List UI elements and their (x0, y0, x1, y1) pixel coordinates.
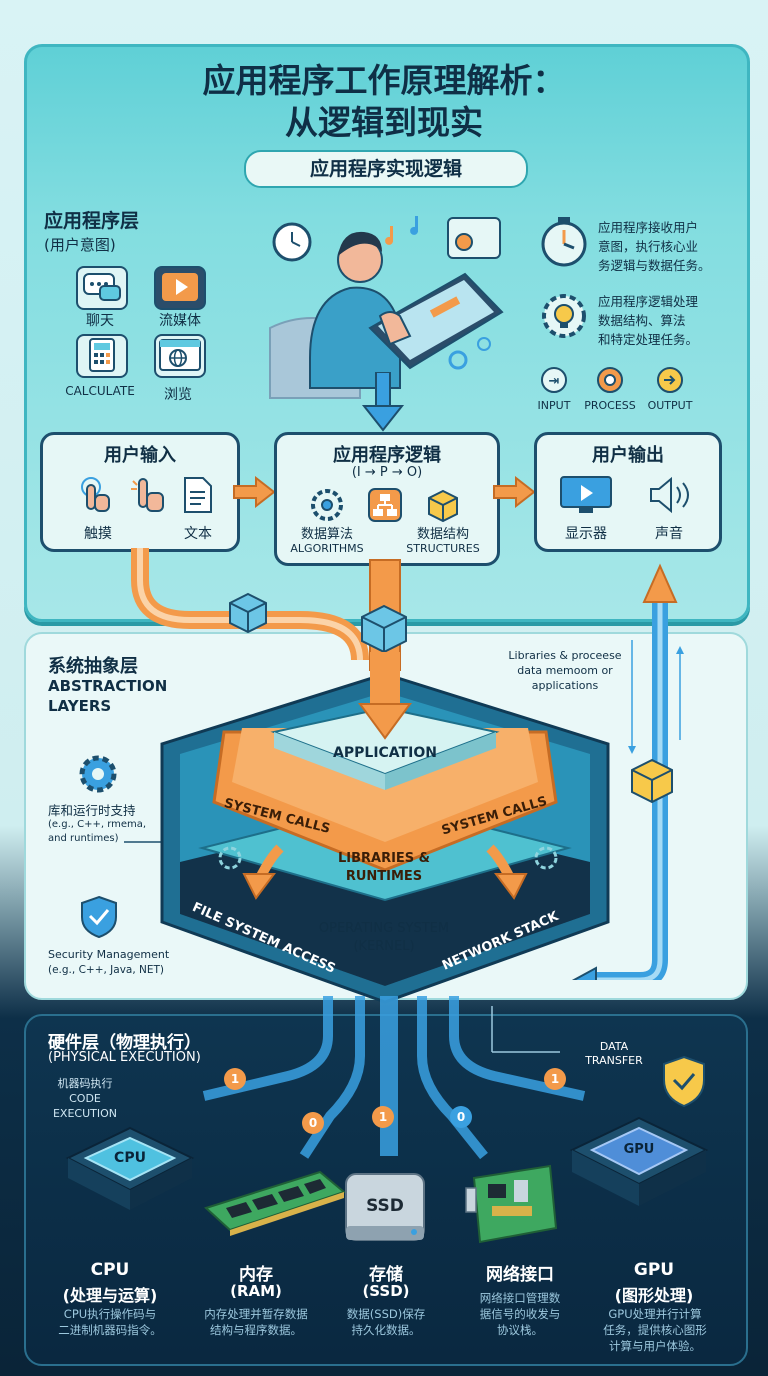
component-ram-sub: (RAM) (230, 1282, 282, 1300)
video-play-icon[interactable] (154, 266, 206, 310)
data-packet-cube-center (361, 604, 407, 654)
component-gpu-name: GPU (633, 1260, 675, 1280)
runtime-support-examples: (e.g., C++, rmema,and runtimes) (48, 819, 147, 844)
svg-text:⇥: ⇥ (549, 374, 560, 389)
ram-module-icon (204, 1170, 347, 1236)
app-layer-subtitle: (用户意图) (44, 236, 116, 254)
app-layer-title: 应用程序层 (44, 210, 140, 232)
flow-arrow-input-to-logic (233, 476, 276, 508)
component-network-desc: 网络接口管理数据信号的收发与协议栈。 (479, 1291, 561, 1337)
ipo-label-output: OUTPUT (647, 399, 693, 412)
algorithm-gear-icon (311, 489, 343, 521)
abstraction-layer-title: 系统抽象层 (48, 656, 138, 677)
libraries-runtimes-label: LIBRARIES &RUNTIMES (337, 851, 431, 884)
data-cube-icon (428, 489, 458, 523)
app-layer-note-intent: 应用程序接收用户意图，执行核心业务逻辑与数据任务。 (598, 220, 711, 273)
user-output-title: 用户输出 (592, 445, 664, 466)
gpu-chip-label: GPU (623, 1142, 655, 1157)
abstraction-stack-diagram (160, 652, 610, 1004)
page-subtitle: 应用程序实现逻辑 (244, 150, 528, 188)
clock-icon (541, 217, 587, 267)
ipo-label-process: PROCESS (584, 399, 636, 412)
chat-icon[interactable] (76, 266, 128, 310)
component-cpu-name: CPU (90, 1260, 130, 1280)
app-layer-note-logic: 应用程序逻辑处理数据结构、算法和特定处理任务。 (598, 294, 699, 347)
globe-browser-icon[interactable] (154, 334, 206, 378)
runtime-gear-icon (79, 755, 117, 793)
app-label-chat: 聊天 (86, 313, 114, 329)
page-title: 应用程序工作原理解析： 从逻辑到现实 (202, 61, 566, 142)
user-input-box: 用户输入 触摸 文本 (40, 432, 240, 552)
bit-badge-2: 0 (302, 1112, 324, 1134)
calculator-icon[interactable] (76, 334, 128, 378)
component-ram-desc: 内存处理并暂存数据结构与程序数据。 (204, 1307, 308, 1337)
logic-structures-label: 数据结构 STRUCTURES (406, 527, 480, 555)
security-management-examples: (e.g., C++, Java, NET) (48, 964, 165, 976)
component-ssd-sub: (SSD) (362, 1282, 410, 1300)
component-gpu-desc: GPU处理并行计算任务，提供核心图形计算与用户体验。 (603, 1307, 707, 1353)
component-ssd-name: 存储 (369, 1265, 403, 1285)
network-card-icon (465, 1164, 558, 1244)
output-icon (657, 367, 683, 393)
monitor-icon (560, 476, 612, 513)
component-cpu-desc: CPU执行操作码与二进制机器码指令。 (58, 1307, 162, 1337)
data-packet-cube-left (229, 592, 267, 634)
hardware-layer-title: 硬件层（物理执行） (48, 1033, 201, 1053)
input-text-label: 文本 (184, 526, 212, 542)
user-output-box: 用户输出 显示器 声音 (534, 432, 722, 552)
flowchart-icon (368, 488, 402, 522)
app-logic-box: 应用程序逻辑 (I → P → O) 数据算法 ALGORITHMS 数据结构 … (274, 432, 500, 566)
component-ssd-desc: 数据(SSD)保存持久化数据。 (346, 1307, 426, 1337)
gear-lightbulb-icon (542, 294, 586, 338)
data-packet-cube-right (631, 758, 673, 804)
speaker-icon (650, 476, 689, 514)
cpu-chip-icon (65, 1126, 195, 1210)
input-icon: ⇥ (541, 367, 567, 393)
user-input-title: 用户输入 (104, 445, 176, 466)
flow-arrow-logic-to-output (493, 476, 536, 508)
output-sound-label: 声音 (655, 526, 683, 542)
component-network-name: 网络接口 (486, 1265, 554, 1285)
user-with-tablet-illustration (269, 216, 504, 399)
app-logic-title: 应用程序逻辑 (333, 445, 441, 466)
document-icon (184, 477, 212, 513)
touch-hand-icon (81, 477, 110, 512)
ssd-chip-label: SSD (366, 1196, 404, 1216)
application-layer-label: APPLICATION (333, 745, 437, 761)
gpu-security-shield-icon (663, 1055, 705, 1108)
cpu-chip-label: CPU (114, 1150, 146, 1166)
bit-badge-4: 0 (450, 1106, 472, 1128)
process-icon (597, 367, 623, 393)
runtime-support-title: 库和运行时支持 (48, 803, 136, 818)
ssd-drive-icon (345, 1173, 425, 1241)
flow-arrow-down (361, 372, 405, 432)
ipo-label-input: INPUT (537, 399, 571, 412)
security-management-title: Security Management (48, 948, 170, 961)
output-display-label: 显示器 (565, 526, 607, 542)
app-label-calculate: CALCULATE (65, 384, 135, 398)
hardware-layer-title-en: (PHYSICAL EXECUTION) (48, 1050, 201, 1065)
component-gpu-sub: (图形处理) (614, 1286, 694, 1305)
component-ram-name: 内存 (239, 1265, 273, 1285)
bit-badge-3: 1 (372, 1106, 394, 1128)
tap-hand-icon (131, 478, 164, 512)
component-cpu-sub: (处理与运算) (62, 1286, 158, 1305)
input-touch-label: 触摸 (84, 526, 112, 542)
bit-badge-5: 1 (544, 1068, 566, 1090)
kernel-label: OPERATING SYSTEM(KERNEL) (318, 921, 450, 954)
security-shield-icon (81, 895, 117, 939)
ipo-formula: (I → P → O) (351, 465, 423, 480)
bit-badge-1: 1 (224, 1068, 246, 1090)
gpu-chip-icon (569, 1116, 709, 1206)
app-label-streaming: 流媒体 (159, 313, 201, 329)
app-label-browse: 浏览 (164, 387, 192, 403)
logic-algorithms-label: 数据算法 ALGORITHMS (290, 527, 364, 555)
